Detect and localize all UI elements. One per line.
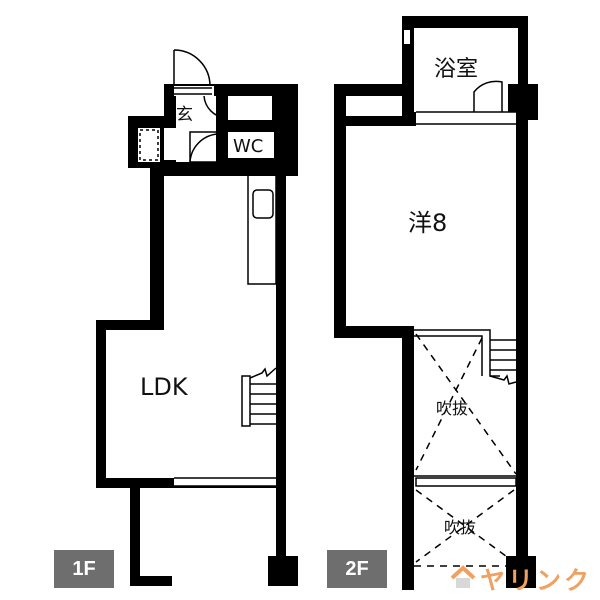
- room-label-bathroom: 浴室: [434, 57, 478, 82]
- room-label-entrance: 玄: [176, 105, 193, 125]
- room-label-ldk: LDK: [140, 373, 189, 401]
- floor-badge-1f: 1F: [54, 550, 114, 588]
- floor-1f-plan: [96, 49, 298, 586]
- floor-badge-2f: 2F: [327, 550, 387, 588]
- room-label-atrium-lower: 吹抜: [444, 518, 476, 537]
- room-label-atrium-upper: 吹抜: [436, 399, 468, 418]
- brand-logo-text: ヤリンク: [480, 566, 593, 595]
- house-icon: [450, 565, 476, 588]
- room-label-toilet: WC: [233, 136, 263, 157]
- floor-2f-plan: [334, 16, 538, 590]
- room-label-western-room: 洋8: [408, 209, 447, 237]
